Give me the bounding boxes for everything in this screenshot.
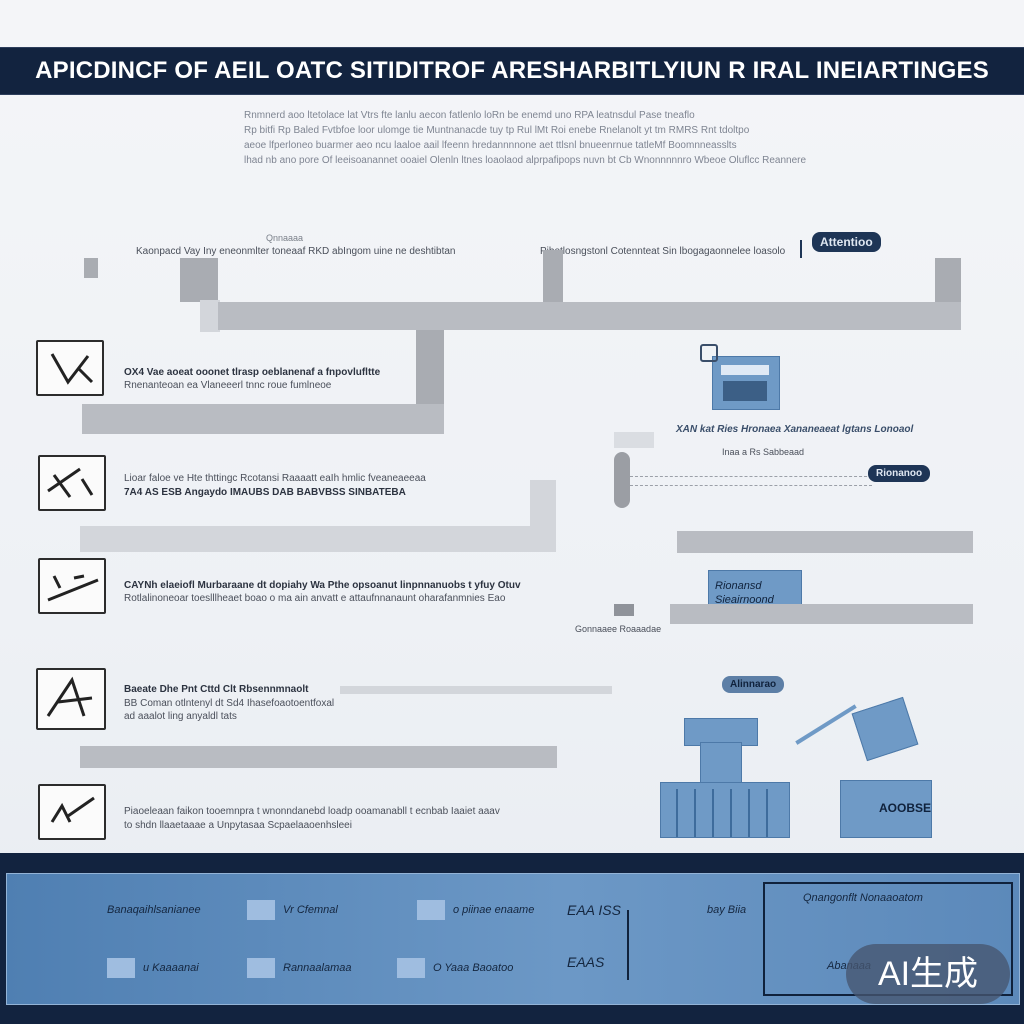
row-5-icon xyxy=(38,784,106,840)
row-2-dashed-connector xyxy=(630,476,872,486)
footer-item: bay Biia xyxy=(707,904,747,916)
row-3-right-bar xyxy=(677,531,973,553)
ai-generated-badge: AI生成 xyxy=(846,944,1010,1004)
title-bar: APICDINCF OF AEIL OATC SITIDITROF ARESHA… xyxy=(0,47,1024,95)
right-caption-connector xyxy=(614,432,654,448)
top-machine-illustration xyxy=(712,356,780,410)
row-4-icon xyxy=(36,668,106,730)
footer-item: Qnangonflt Nonaaoatom xyxy=(803,892,923,904)
intro-line: aeoe lfperloneo buarmer aeo ncu laaloe a… xyxy=(244,140,737,151)
intro-line: Rp bitfi Rp Baled Fvtbfoe loor ulomge ti… xyxy=(244,125,750,136)
row-3-small-box xyxy=(614,604,634,616)
intro-line: Rnmnerd aoo ltetolace lat Vtrs fte lanlu… xyxy=(244,110,695,121)
row-4-line-2: BB Coman otlntenyl dt Sd4 Ihasefoaotoent… xyxy=(124,698,335,709)
tag-pointer-icon xyxy=(800,240,814,258)
row-1-bar xyxy=(82,404,444,434)
footer-item: Rannaalamaa xyxy=(247,958,352,978)
row-5-line-2: to shdn llaaetaaae a Unpytasaa Scpaelaao… xyxy=(124,820,352,831)
connector-left-drop xyxy=(200,300,220,332)
row-2-icon xyxy=(38,455,106,511)
footer-item: EAA ISS xyxy=(567,902,621,918)
row-3-ribbon-text: Rionansd Sieairnoond xyxy=(715,580,774,606)
tower-mid-illustration xyxy=(700,742,742,784)
footer-square-icon xyxy=(107,958,135,978)
row-3-line-1: CAYNh elaeiofl Murbaraane dt dopiahy Wa … xyxy=(124,580,521,591)
footer-item: EAAS xyxy=(567,954,605,970)
row-4-bar xyxy=(80,746,557,768)
building-illustration xyxy=(660,782,790,838)
main-horizontal-bar xyxy=(218,302,961,330)
connector-stub xyxy=(84,258,98,278)
row-4-line-3: ad aaalot ling anyaldl tats xyxy=(124,711,237,722)
intro-line: lhad nb ano pore Of leeisoanannet ooaiel… xyxy=(244,155,807,166)
footer: Banaqaihlsanianee Vr Cfemnal o piinae en… xyxy=(0,853,1024,1024)
footer-item: o piinae enaame xyxy=(417,900,534,920)
right-building-illustration: AOOBSE xyxy=(840,780,932,838)
right-caption-1: XAN kat Ries Hronaea Xananeaeat lgtans L… xyxy=(676,424,914,435)
footer-item: Banaqaihlsanianee xyxy=(107,904,201,916)
connector-middle xyxy=(543,250,563,302)
footer-square-icon xyxy=(417,900,445,920)
footer-item: O Yaaa Baoatoo xyxy=(397,958,513,978)
row-2-line-1: Lioar faloe ve Hte thttingc Rcotansi Raa… xyxy=(124,473,426,484)
top-small-label: Qnnaaaa xyxy=(266,233,304,243)
row-2-tag: Rionanoo xyxy=(868,465,931,482)
top-tag: Attentioo xyxy=(812,232,881,252)
gear-icon xyxy=(700,344,718,362)
footer-item: Vr Cfemnal xyxy=(247,900,338,920)
right-building-label: AOOBSE xyxy=(879,801,932,815)
connector-left xyxy=(180,258,218,302)
row-3-line-2: Rotlalinoneoar toeslllheaet boao o ma ai… xyxy=(124,593,506,604)
footer-square-icon xyxy=(397,958,425,978)
row-1-line-2: Rnenanteoan ea Vlaneeerl tnnc roue fumln… xyxy=(124,380,332,391)
row-1-line-1: OX4 Vae aoeat ooonet tlrasp oeblanenaf a… xyxy=(124,367,381,378)
row-4-line-1: Baeate Dhe Pnt Cttd Clt Rbsennmnaolt xyxy=(124,684,309,695)
top-middle-label: Pibotlosngstonl Cotennteat Sin lbogagaon… xyxy=(540,246,786,257)
top-left-label: Kaonpacd Vay Iny eneonmlter toneaaf RKD … xyxy=(136,246,456,257)
intro-paragraph: Rnmnerd aoo ltetolace lat Vtrs fte lanlu… xyxy=(244,108,884,168)
right-caption-2: Inaa a Rs Sabbeaad xyxy=(722,447,805,457)
row-3-icon xyxy=(38,558,106,614)
row-2-bar xyxy=(80,526,556,552)
row-2-line-2: 7A4 AS ESB Angaydo IMAUBS DAB BABVBSS SI… xyxy=(124,487,406,498)
footer-divider xyxy=(627,910,629,980)
row-2-knob xyxy=(614,452,630,508)
page-title: APICDINCF OF AEIL OATC SITIDITROF ARESHA… xyxy=(35,57,989,84)
footer-item: u Kaaaanai xyxy=(107,958,199,978)
footer-square-icon xyxy=(247,958,275,978)
row-1-icon xyxy=(36,340,104,396)
row-4-right-tag: Alinnarao xyxy=(722,676,785,693)
row-3-small-label: Gonnaaee Roaaadae xyxy=(575,624,662,634)
row-5-line-1: Piaoeleaan faikon tooemnpra t wnonndaneb… xyxy=(124,806,500,817)
row-3-lower-bar xyxy=(670,604,973,624)
row-4-thin-bar xyxy=(340,686,612,694)
footer-square-icon xyxy=(247,900,275,920)
